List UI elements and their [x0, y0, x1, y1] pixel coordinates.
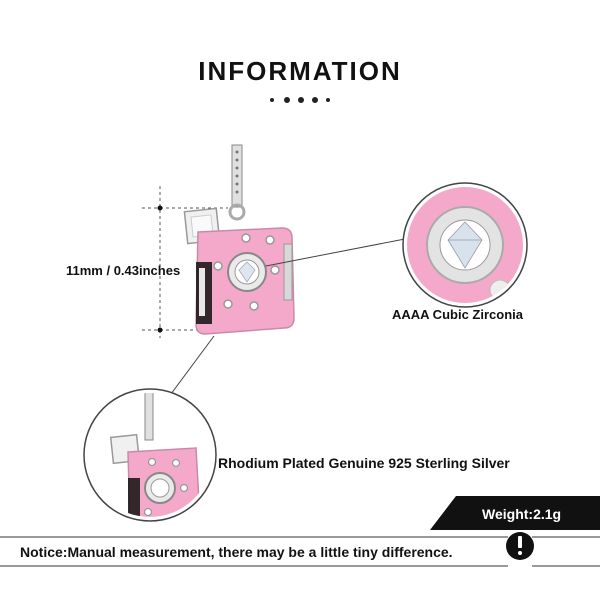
weight-label: Weight:2.1g [482, 506, 562, 522]
camera-charm [183, 144, 295, 335]
silver-label: Rhodium Plated Genuine 925 Sterling Silv… [218, 455, 510, 471]
zirconia-label: AAAA Cubic Zirconia [392, 307, 523, 322]
silver-detail-circle [83, 388, 217, 522]
page-title: INFORMATION [198, 56, 402, 86]
weight-banner [430, 496, 600, 530]
notice-text: Notice:Manual measurement, there may be … [20, 544, 453, 560]
zirconia-pointer [265, 237, 411, 267]
dimension-marker [142, 186, 228, 338]
title-decoration-dots [268, 96, 332, 104]
dimension-label: 11mm / 0.43inches [66, 263, 181, 278]
zirconia-zoom-circle [402, 182, 528, 308]
silver-pointer [167, 335, 215, 399]
exclamation-icon [506, 532, 534, 560]
